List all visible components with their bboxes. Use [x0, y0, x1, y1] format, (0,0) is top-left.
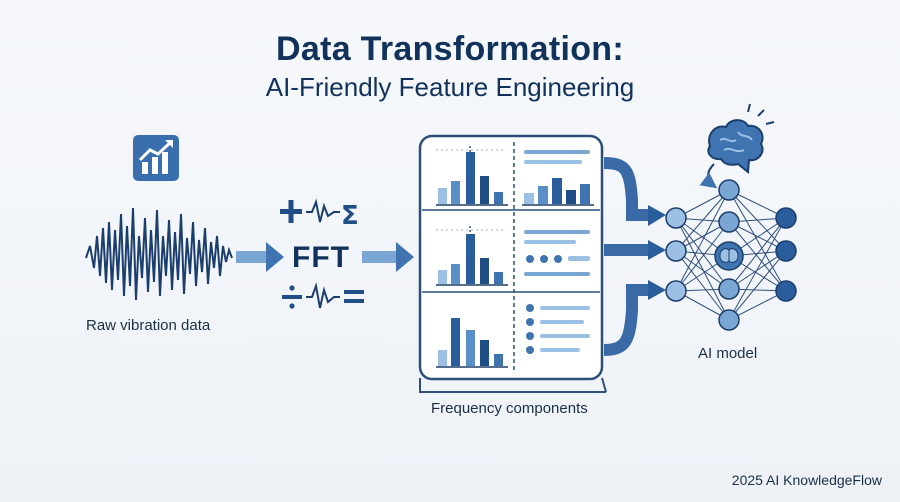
feature-lines-3	[526, 304, 590, 354]
frequency-components-panel	[418, 134, 604, 381]
feature-lines-2	[524, 230, 590, 276]
trend-chart-icon	[133, 135, 179, 181]
page-subtitle: AI-Friendly Feature Engineering	[265, 72, 635, 102]
ai-model-label: AI model	[698, 345, 758, 362]
footer-credit: 2025 AI KnowledgeFlow	[731, 472, 882, 488]
raw-vibration-waveform	[85, 207, 233, 301]
brain-node-icon	[714, 241, 744, 271]
divide-icon	[282, 285, 302, 309]
arrow-to-fft	[236, 242, 284, 272]
fft-label: FFT	[292, 241, 350, 274]
curved-arrows-to-model	[603, 157, 666, 356]
equals-icon	[344, 290, 364, 303]
small-wave-icon-2	[306, 282, 340, 309]
arrow-to-frequency-panel	[362, 242, 414, 272]
frequency-components-label: Frequency components	[431, 400, 588, 417]
raw-vibration-label: Raw vibration data	[86, 317, 211, 334]
spectrum-bars-2	[436, 226, 508, 286]
panel-bracket	[419, 377, 607, 393]
brain-icon	[699, 103, 775, 189]
plus-icon	[280, 200, 302, 223]
sigma-icon: Σ	[341, 201, 359, 231]
page-title: Data Transformation:	[276, 30, 624, 68]
network-nodes	[665, 179, 797, 331]
feature-lines-1	[522, 150, 594, 206]
small-wave-icon	[306, 198, 340, 223]
spectrum-bars-1	[436, 146, 508, 206]
spectrum-bars-3	[436, 318, 508, 368]
